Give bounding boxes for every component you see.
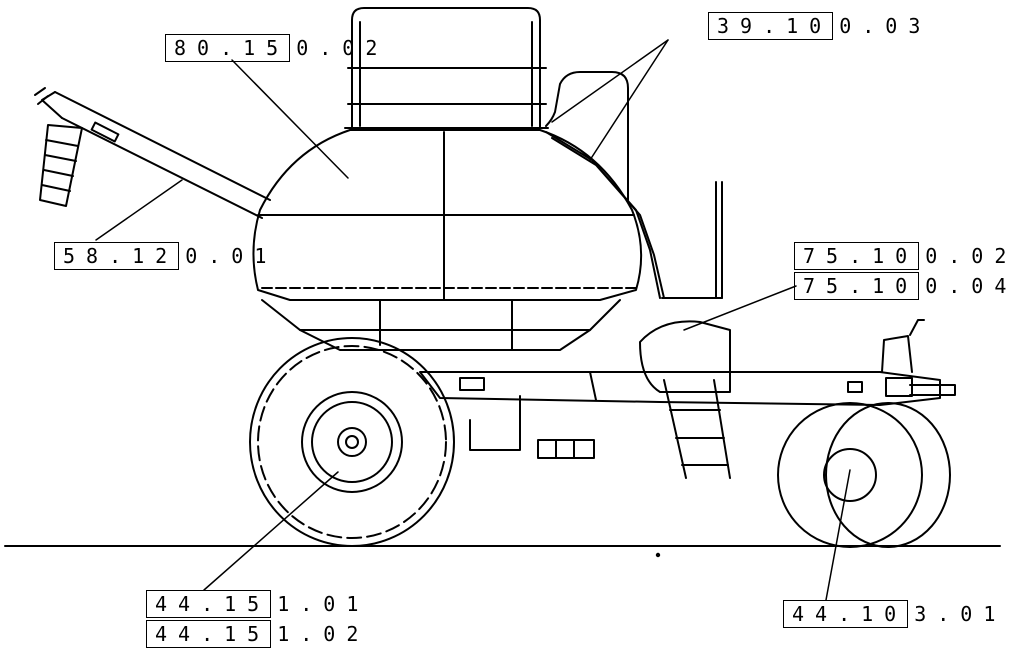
steps [663,379,731,479]
front-tires [777,402,951,548]
frame [419,319,956,406]
top-railing [344,7,549,129]
rear-tire [249,337,455,547]
leader-lines [95,39,851,601]
stray-dot [655,552,661,558]
auger [34,87,271,219]
drive-components [469,181,731,459]
handrail [545,71,665,299]
hopper-tank [252,129,643,351]
